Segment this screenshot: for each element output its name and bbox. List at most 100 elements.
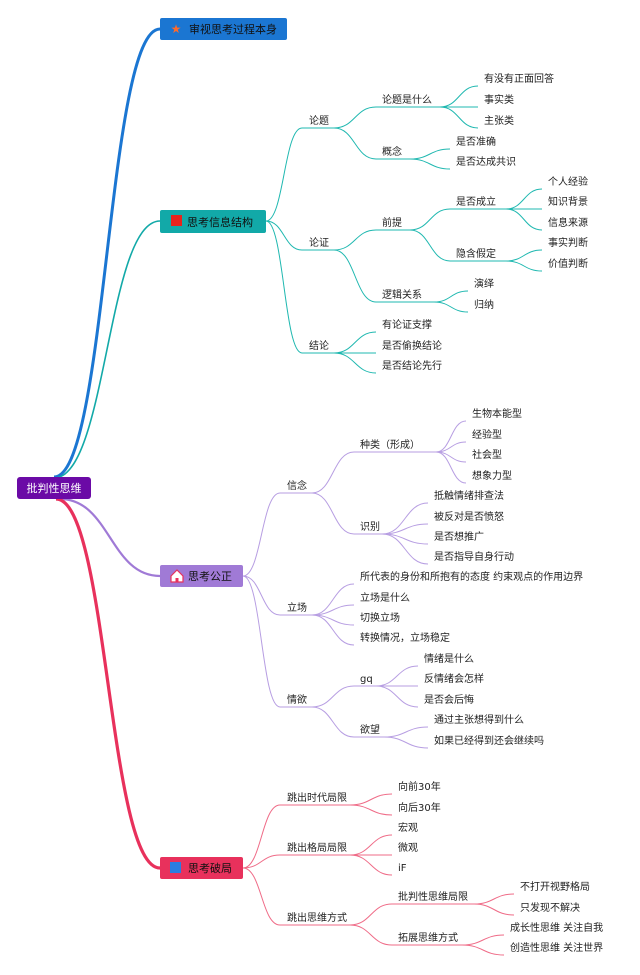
connector-line [505, 208, 543, 231]
node-leaf[interactable]: 创造性思维 关注世界 [510, 941, 603, 954]
node-leaf[interactable]: 被反对是否愤怒 [434, 510, 504, 523]
branch-node-fair[interactable]: 思考公正 [160, 565, 243, 587]
node-qing[interactable]: gq [360, 674, 373, 685]
node-premise[interactable]: 前提 [382, 216, 402, 229]
connector-line [311, 614, 355, 646]
node-critical[interactable]: 批判性思维局限 [398, 890, 468, 903]
connector-line [505, 188, 543, 210]
node-leaf[interactable]: 向前30年 [398, 780, 441, 793]
node-leaf[interactable]: 宏观 [398, 821, 418, 834]
node-leaf[interactable]: iF [398, 863, 407, 874]
node-valid[interactable]: 是否成立 [456, 195, 496, 208]
node-leaf[interactable]: 归纳 [474, 298, 494, 311]
node-leaf[interactable]: 切换立场 [360, 611, 400, 624]
node-argument[interactable]: 论证 [309, 236, 329, 249]
node-hidden[interactable]: 隐含假定 [456, 247, 496, 260]
node-mode[interactable]: 跳出思维方式 [287, 911, 347, 924]
branch-label-fair: 思考公正 [188, 570, 232, 583]
root-node[interactable]: 批判性思维 [17, 477, 91, 499]
connector-line [383, 726, 429, 738]
node-emotion[interactable]: 情欲 [287, 693, 307, 706]
node-desire[interactable]: 欲望 [360, 723, 380, 736]
connector-line [349, 924, 393, 946]
node-leaf[interactable]: 信息来源 [548, 216, 588, 229]
node-leaf[interactable]: 社会型 [472, 448, 502, 461]
node-leaf[interactable]: 抵触情绪排查法 [434, 489, 504, 502]
node-leaf[interactable]: 演绎 [474, 277, 494, 290]
branch-node-info[interactable]: 思考信息结构 [160, 210, 266, 233]
connector-line [349, 804, 393, 816]
node-leaf[interactable]: 价值判断 [548, 257, 588, 270]
connector-line [333, 229, 377, 251]
connector-line [375, 685, 419, 708]
connector-line [311, 706, 355, 738]
connector-line [435, 451, 467, 484]
connector-line [333, 106, 377, 129]
node-logic[interactable]: 逻辑关系 [382, 288, 422, 301]
node-leaf[interactable]: 主张类 [484, 114, 514, 127]
node-leaf[interactable]: 个人经验 [548, 175, 588, 188]
root-label: 批判性思维 [27, 481, 82, 495]
blue-square-icon [170, 862, 181, 873]
node-pattern[interactable]: 跳出格局局限 [287, 841, 347, 854]
connector-line [461, 934, 505, 946]
node-era[interactable]: 跳出时代局限 [287, 791, 347, 804]
connector-line [242, 575, 281, 708]
node-belief[interactable]: 信念 [287, 479, 307, 492]
node-stance[interactable]: 立场 [287, 601, 307, 614]
node-leaf[interactable]: 所代表的身份和所抱有的态度 约束观点的作用边界 [360, 570, 583, 583]
node-leaf[interactable]: 是否达成共识 [456, 156, 516, 168]
node-leaf[interactable]: 是否指导自身行动 [434, 550, 514, 563]
node-leaf[interactable]: 是否会后悔 [424, 693, 474, 706]
connector-line [381, 533, 429, 565]
node-leaf[interactable]: 有没有正面回答 [484, 72, 554, 85]
node-expand[interactable]: 拓展思维方式 [398, 931, 458, 944]
node-leaf[interactable]: 成长性思维 关注自我 [510, 921, 603, 934]
connector-line [53, 220, 161, 479]
connector-line [242, 867, 281, 926]
node-leaf[interactable]: 有论证支撑 [382, 318, 432, 331]
connector-line [349, 793, 393, 806]
node-thesis-question[interactable]: 论题是什么 [382, 93, 432, 106]
node-leaf[interactable]: 是否结论先行 [382, 359, 442, 372]
node-identify[interactable]: 识别 [360, 521, 380, 533]
connector-line [409, 208, 451, 231]
branch-node-breakout[interactable]: 思考破局 [160, 857, 243, 879]
node-leaf[interactable]: 知识背景 [548, 195, 588, 208]
connector-line [311, 604, 355, 616]
connector-line [349, 903, 393, 926]
node-leaf[interactable]: 想象力型 [472, 469, 512, 482]
node-leaf[interactable]: 只发现不解决 [520, 901, 580, 914]
node-leaf[interactable]: 微观 [398, 841, 418, 854]
node-concept[interactable]: 概念 [382, 145, 402, 158]
node-leaf[interactable]: 如果已经得到还会继续吗 [434, 734, 544, 747]
node-leaf[interactable]: 反情绪会怎样 [424, 672, 484, 685]
connector-line [53, 27, 161, 479]
connector-line [473, 893, 515, 905]
connector-line [439, 85, 479, 108]
node-leaf[interactable]: 事实类 [484, 93, 514, 106]
node-leaf[interactable]: 通过主张想得到什么 [434, 713, 524, 726]
connector-line [311, 685, 355, 708]
connector-line [381, 523, 429, 535]
connector-line [409, 148, 451, 160]
branch-node-review[interactable]: ★ 审视思考过程本身 [160, 18, 287, 40]
node-leaf[interactable]: 是否偷换结论 [382, 339, 442, 352]
node-leaf[interactable]: 不打开视野格局 [520, 880, 590, 893]
connector-line [435, 441, 467, 453]
connector-line [461, 944, 505, 956]
node-leaf[interactable]: 是否准确 [456, 135, 496, 148]
connector-line [439, 106, 479, 129]
node-leaf[interactable]: 向后30年 [398, 801, 441, 814]
node-leaf[interactable]: 情绪是什么 [424, 652, 474, 665]
node-leaf[interactable]: 生物本能型 [472, 407, 522, 420]
node-leaf[interactable]: 转换情况，立场稳定 [360, 631, 450, 644]
node-leaf[interactable]: 是否想推广 [434, 530, 484, 543]
node-leaf[interactable]: 经验型 [472, 428, 502, 441]
node-conclusion[interactable]: 结论 [309, 339, 329, 352]
node-leaf[interactable]: 立场是什么 [360, 591, 410, 604]
node-thesis[interactable]: 论题 [309, 114, 329, 127]
node-belief-types[interactable]: 种类（形成） [360, 438, 420, 451]
node-leaf[interactable]: 事实判断 [548, 236, 588, 249]
